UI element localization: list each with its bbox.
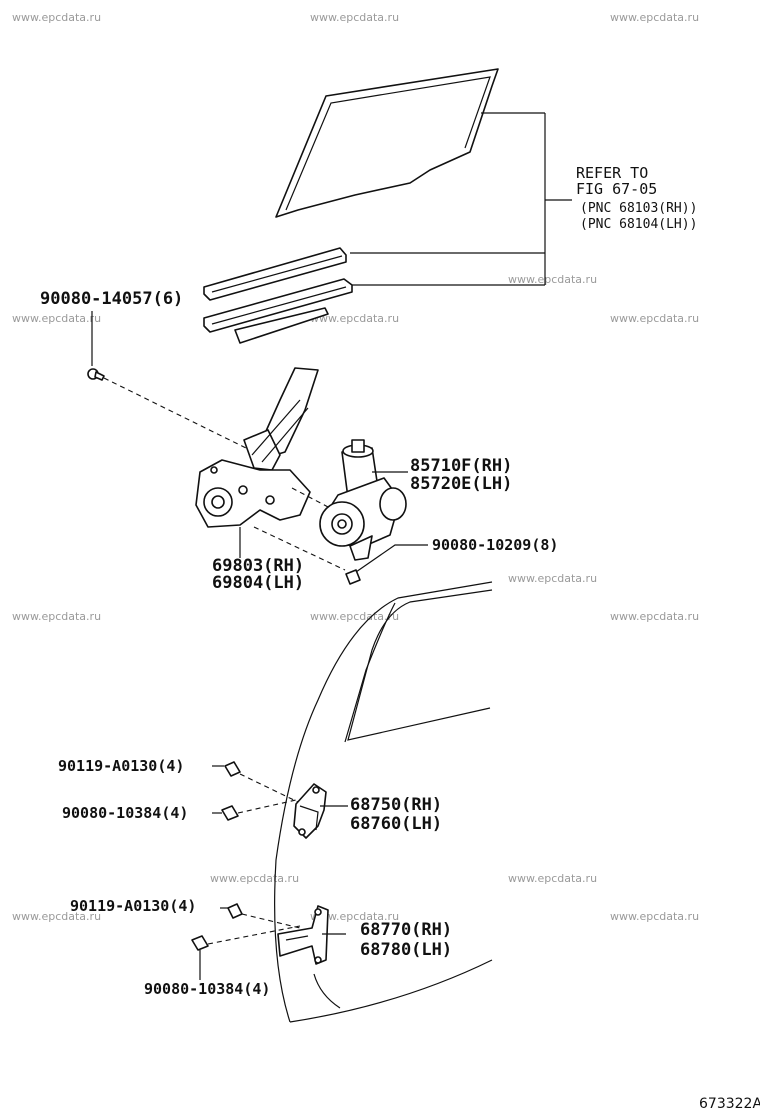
watermark: www.epcdata.ru bbox=[610, 610, 699, 623]
label-bolt-90080-14057: 90080-14057(6) bbox=[40, 289, 183, 309]
glass-run-weatherstrips[interactable] bbox=[203, 247, 353, 344]
watermark: www.epcdata.ru bbox=[508, 872, 597, 885]
leader-dashed bbox=[207, 925, 301, 945]
bolt-icon[interactable] bbox=[87, 368, 105, 381]
watermark: www.epcdata.ru bbox=[610, 312, 699, 325]
watermark: www.epcdata.ru bbox=[310, 11, 399, 24]
leader-line bbox=[355, 544, 428, 573]
leader-dashed bbox=[239, 773, 299, 803]
label-upper-hinge-rh: 68750(RH) bbox=[350, 795, 442, 815]
reference-bracket bbox=[350, 112, 572, 286]
watermark: www.epcdata.ru bbox=[310, 910, 399, 923]
door-body-outline bbox=[274, 581, 493, 1023]
label-lower-bolt: 90080-10384(4) bbox=[144, 980, 270, 998]
label-bolt-90080-10209: 90080-10209(8) bbox=[432, 536, 558, 554]
label-motor-rh: 85710F(RH) bbox=[410, 456, 512, 476]
label-lower-screw: 90119-A0130(4) bbox=[70, 897, 196, 915]
label-lower-hinge-lh: 68780(LH) bbox=[360, 940, 452, 960]
watermark: www.epcdata.ru bbox=[210, 872, 299, 885]
watermark: www.epcdata.ru bbox=[508, 572, 597, 585]
watermark-group: www.epcdata.ru www.epcdata.ru www.epcdat… bbox=[12, 11, 699, 923]
label-regulator-rh: 69803(RH) bbox=[212, 556, 304, 576]
screw-icon[interactable] bbox=[224, 761, 241, 777]
leader-dashed bbox=[241, 913, 301, 929]
lower-door-hinge[interactable] bbox=[277, 905, 329, 965]
reference-line-1: REFER TO bbox=[576, 164, 648, 182]
bolt-icon[interactable] bbox=[221, 805, 239, 821]
watermark: www.epcdata.ru bbox=[310, 610, 399, 623]
label-lower-hinge-rh: 68770(RH) bbox=[360, 920, 452, 940]
label-motor-lh: 85720E(LH) bbox=[410, 474, 512, 494]
reference-line-4: (PNC 68104(LH)) bbox=[580, 217, 697, 232]
leader-dashed bbox=[103, 377, 251, 451]
leader-dashed bbox=[237, 799, 297, 814]
reference-line-3: (PNC 68103(RH)) bbox=[580, 201, 697, 216]
watermark: www.epcdata.ru bbox=[12, 910, 101, 923]
bolt-icon[interactable] bbox=[191, 935, 209, 951]
label-upper-screw: 90119-A0130(4) bbox=[58, 757, 184, 775]
screw-icon[interactable] bbox=[227, 903, 243, 919]
watermark: www.epcdata.ru bbox=[508, 273, 597, 286]
watermark: www.epcdata.ru bbox=[310, 312, 399, 325]
diagram-code: 673322A bbox=[699, 1096, 760, 1112]
upper-door-hinge[interactable] bbox=[293, 783, 327, 839]
leader-dashed bbox=[253, 526, 346, 571]
label-upper-bolt: 90080-10384(4) bbox=[62, 804, 188, 822]
bolt-icon[interactable] bbox=[345, 569, 361, 585]
watermark: www.epcdata.ru bbox=[610, 11, 699, 24]
door-glass[interactable] bbox=[275, 68, 499, 218]
window-regulator-motor[interactable] bbox=[319, 439, 407, 561]
leader-dashed bbox=[291, 487, 331, 509]
label-upper-hinge-lh: 68760(LH) bbox=[350, 814, 442, 834]
label-regulator-lh: 69804(LH) bbox=[212, 573, 304, 593]
watermark: www.epcdata.ru bbox=[12, 312, 101, 325]
watermark: www.epcdata.ru bbox=[12, 11, 101, 24]
reference-line-2: FIG 67-05 bbox=[576, 180, 657, 198]
window-regulator[interactable] bbox=[195, 367, 319, 528]
watermark: www.epcdata.ru bbox=[610, 910, 699, 923]
watermark: www.epcdata.ru bbox=[12, 610, 101, 623]
